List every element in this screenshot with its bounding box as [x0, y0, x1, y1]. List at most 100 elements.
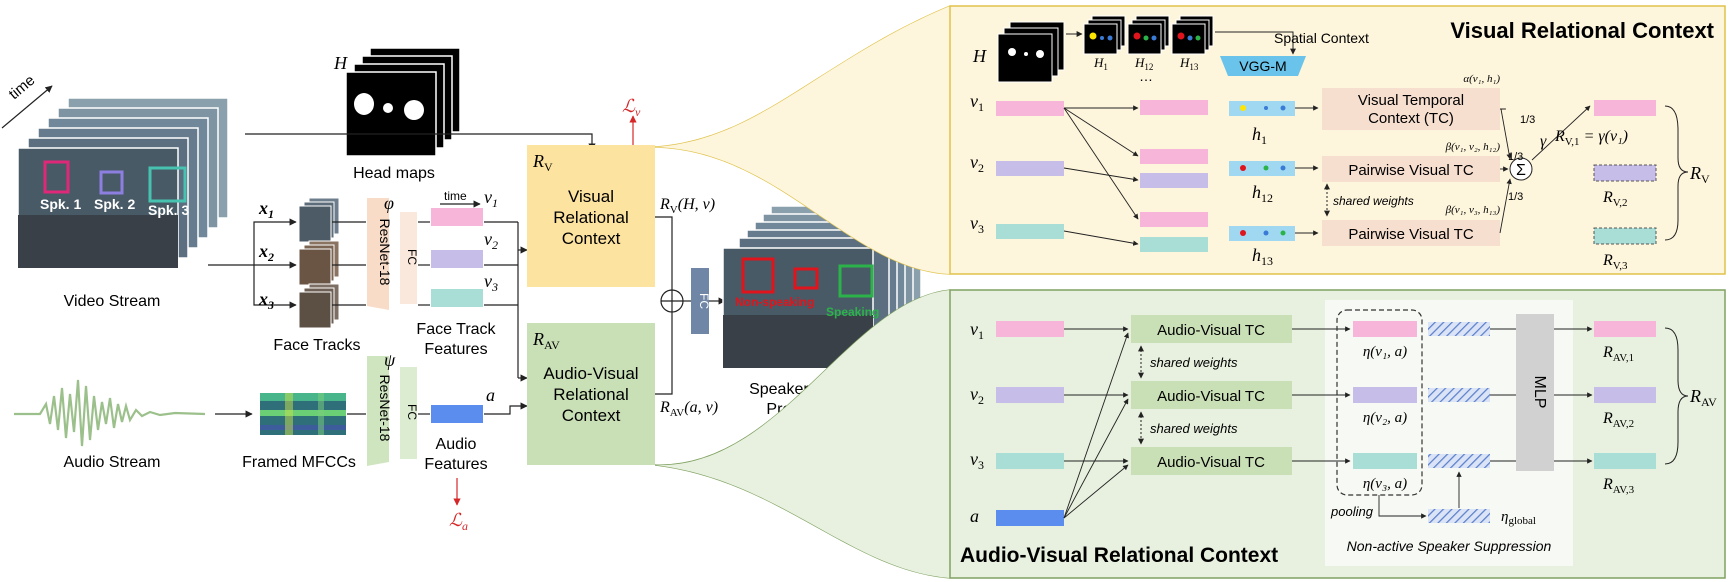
av-rc-line3: Context [562, 406, 621, 425]
video-stream-label: Video Stream [64, 293, 161, 310]
vgg-m-label: VGG-M [1239, 58, 1286, 74]
RAV2-label: RAV,2 [1602, 410, 1634, 430]
eta-3: η(v₃, a) [1363, 476, 1407, 492]
pred-box-3 [838, 264, 874, 298]
mlp-label: MLP [1531, 376, 1548, 409]
visual-fc-label: FC [405, 249, 419, 265]
vrc-H12: H12 [1127, 15, 1170, 72]
avrc-title: Audio-Visual Relational Context [960, 544, 1278, 567]
av-rc-line2: Relational [553, 385, 629, 404]
face-track-2 [298, 248, 332, 286]
vrc-H1: H1 [1083, 15, 1126, 72]
vrc-h1: h1 [1252, 124, 1267, 147]
eta-2: η(v₂, a) [1363, 410, 1407, 426]
speaker-box-1 [43, 160, 70, 194]
time-label: time [6, 72, 39, 103]
loss-a: ℒa [449, 510, 468, 533]
avrc-shared-weights-2: shared weights [1150, 421, 1238, 436]
audio-fc-label: FC [405, 404, 419, 420]
phi-label: φ [384, 193, 394, 213]
beta-weight-13: β(v₁, v₃, h₁₃) [1445, 204, 1501, 216]
eta-1: η(v₁, a) [1363, 344, 1407, 360]
pairwise-visual-tc-box-1 [1322, 156, 1500, 182]
svg-text:H12: H12 [1134, 55, 1153, 72]
loss-v: ℒv [622, 96, 641, 119]
mfcc-label: Framed MFCCs [242, 454, 356, 471]
RV-brace [1664, 105, 1689, 241]
non-speaking-tag: Non-speaking [735, 295, 814, 309]
zoom-fill-av [655, 290, 950, 578]
vrc-dots: … [1139, 68, 1153, 84]
v2-label: v2 [484, 229, 498, 252]
RAV3-vector [1594, 453, 1656, 469]
audio-features-label-2: Features [424, 456, 487, 473]
svg-text:v3: v3 [970, 449, 984, 472]
vrc-panel: Visual Relational Context H H1 H12 H13 …… [949, 5, 1726, 275]
audio-waveform [14, 379, 206, 447]
x2-label: x2 [258, 241, 274, 264]
RAV2-vector [1594, 387, 1656, 403]
svg-text:Context (TC): Context (TC) [1368, 110, 1454, 127]
avrc-panel: Audio-Visual Relational Context Non-acti… [949, 289, 1726, 579]
eta-global-label: ηglobal [1501, 509, 1536, 527]
v3-label: v3 [484, 271, 498, 294]
mlp-box [1516, 314, 1554, 471]
visual-temporal-context-box [1322, 88, 1500, 130]
zoom-fill-visual [655, 6, 950, 274]
face-track-connectors: x1 x2 x3 [208, 198, 297, 312]
RAV1-label: RAV,1 [1602, 344, 1634, 364]
third-2: 1/3 [1508, 151, 1523, 163]
RV3-label: RV,3 [1602, 252, 1628, 272]
feature-a [431, 405, 483, 423]
RV1-equation: RV,1 = γ(v₁) [1554, 128, 1628, 148]
RAV-av-label: RAV(a, v) [659, 399, 718, 419]
svg-text:Visual Temporal: Visual Temporal [1358, 92, 1464, 109]
alpha-weight: α(v₁, h₁) [1463, 73, 1500, 85]
audio-encoder: ResNet-18 ψ FC a Audio Features ℒa [347, 350, 495, 533]
svg-text:v1: v1 [970, 319, 984, 342]
RAV-label: RAV [532, 329, 560, 352]
H-label: H [333, 53, 348, 73]
speaker-box-3 [148, 166, 187, 203]
vrc-v1: v1 [970, 91, 984, 114]
audio-stream: Audio Stream Framed MFCCs [14, 379, 356, 471]
beta-weight-12: β(v₁, v₂, h₁₂) [1445, 141, 1501, 153]
avrc-shared-weights-1: shared weights [1150, 355, 1238, 370]
visual-resnet [367, 198, 389, 310]
pred-box-1 [741, 257, 775, 294]
av-relational-context-block: RAV Audio-Visual Relational Context [527, 323, 655, 465]
time-label-small: time [444, 189, 467, 203]
vrc-H-label: H [972, 46, 987, 66]
face-features-label-1: Face Track [416, 321, 496, 338]
third-3: 1/3 [1508, 191, 1523, 203]
RAV-brace-label: RAV [1689, 386, 1717, 409]
audio-features-label-1: Audio [436, 436, 477, 453]
visual-resnet-label: ResNet-18 [377, 219, 393, 286]
svg-text:H13: H13 [1179, 55, 1199, 72]
feature-v1 [431, 208, 483, 226]
svg-text:Audio-Visual TC: Audio-Visual TC [1157, 322, 1265, 339]
time-arrow [1, 85, 53, 129]
speaker-label-2: Spk. 2 [94, 196, 135, 212]
audio-resnet-label: ResNet-18 [377, 375, 393, 442]
a-label: a [486, 385, 495, 405]
face-track-3 [298, 291, 332, 329]
vrc-h13: h13 [1252, 245, 1273, 268]
hatched-3 [1428, 454, 1490, 468]
audio-resnet [367, 356, 389, 466]
visual-rc-box [527, 145, 655, 287]
pooling-group [1336, 309, 1423, 496]
av-tc-box-1 [1131, 315, 1292, 343]
face-features-label-2: Features [424, 341, 487, 358]
audio-stream-label: Audio Stream [64, 454, 161, 471]
head-maps-label: Head maps [353, 165, 435, 182]
third-1: 1/3 [1520, 114, 1535, 126]
RV-Hv-label: RV(H, v) [659, 196, 715, 216]
sum-node [1509, 157, 1533, 181]
merge-block: RV(H, v) RAV(a, v) FC [655, 196, 726, 419]
x3-label: x3 [258, 289, 274, 312]
hatched-2 [1428, 388, 1490, 402]
RAV1-vector [1594, 321, 1656, 337]
face-track-1 [298, 205, 332, 243]
